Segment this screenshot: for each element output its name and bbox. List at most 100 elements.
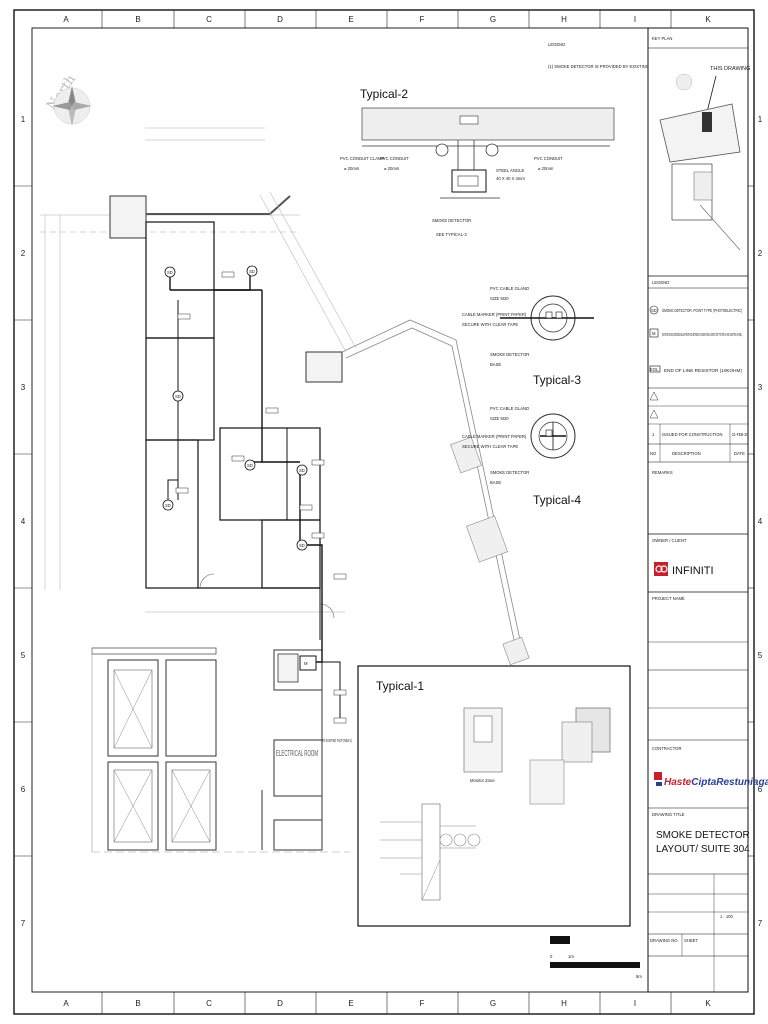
t3-base: BASE [490, 362, 501, 367]
typical-4-title: Typical-4 [533, 493, 581, 507]
column-4 [466, 515, 508, 563]
legend-item-eol: END OF LINE RESISTOR (10KOHM) [664, 368, 743, 373]
rev-row1-date: 21-FEB-20 [732, 432, 749, 437]
t2-see-typical-3: SEE TYPICAL-3 [436, 232, 467, 237]
typical-3-detail: PVC CABLE GLAND SIZE M20 CABLE MARKER (P… [462, 286, 594, 387]
col-label-g-bottom: G [490, 999, 496, 1008]
legend-item-m: MONITOR ZONE (ADDRESSABLE INTERFACE BETW… [662, 332, 742, 337]
company-name: INFINITI [672, 565, 714, 577]
column-1 [109, 195, 147, 239]
row-label-6-right: 6 [758, 785, 763, 794]
rev-row2-no: NO [650, 451, 657, 456]
haste-logo [654, 772, 662, 786]
remarks-label: REMARKS [652, 470, 673, 475]
t2-pvc-conduit-right: PVC CONDUIT [534, 156, 563, 161]
svg-text:SD: SD [247, 463, 253, 468]
legend-sym-m: M [652, 331, 656, 336]
t3-secure-tape: SECURE WITH CLEAR TAPE [462, 322, 518, 327]
col-label-b: B [135, 15, 140, 24]
row-label-1: 1 [21, 115, 26, 124]
row-label-4-right: 4 [758, 517, 763, 526]
svg-text:M: M [304, 661, 308, 666]
svg-text:SD: SD [299, 543, 305, 548]
t3-pvc-cable-gland: PVC CABLE GLAND [490, 286, 529, 291]
col-label-f-bottom: F [420, 999, 425, 1008]
row-grid-right: 1 2 3 4 5 6 7 [748, 115, 763, 928]
floor-plan: ELECTRICAL ROOM SD SD SD SD SD SD SD [40, 127, 530, 853]
column-5 [502, 636, 530, 666]
col-label-e: E [348, 15, 353, 24]
t2-pvc-conduit: PVC CONDUIT [380, 156, 409, 161]
legend-sym-eol: EOL [650, 367, 659, 372]
col-label-d: D [277, 15, 283, 24]
legend-note-text: (1) SMOKE DETECTOR IS PROVIDED BY EXISTI… [548, 64, 669, 69]
t3-cable-marker: CABLE MARKER (PRINT PAPER) [462, 312, 527, 317]
col-label-k-bottom: K [705, 999, 711, 1008]
rev-row1-desc: ISSUED FOR CONSTRUCTION [662, 432, 723, 437]
t4-base: BASE [490, 480, 501, 485]
legend-note-heading: LEGEND [548, 42, 565, 47]
row-label-1-right: 1 [758, 115, 763, 124]
svg-text:SD: SD [165, 503, 171, 508]
col-label-g: G [490, 15, 496, 24]
col-label-a-bottom: A [63, 999, 69, 1008]
monitor-zone-box [299, 655, 317, 671]
t2-steel-angle-size: 40 X 40 X 4mm [496, 176, 525, 181]
row-label-4: 4 [21, 517, 26, 526]
north-arrow: North [44, 72, 92, 126]
legend-note: LEGEND (1) SMOKE DETECTOR IS PROVIDED BY… [548, 42, 669, 69]
typical-4-detail: PVC CABLE GLAND SIZE M20 CABLE MARKER (P… [462, 406, 581, 507]
col-label-h: H [561, 15, 567, 24]
col-label-h-bottom: H [561, 999, 567, 1008]
key-plan-this-drawing: THIS DRAWING [710, 66, 750, 72]
column-3 [450, 436, 482, 474]
scale-value: 1 : 100 [720, 914, 733, 919]
smoke-detector-4: SD [162, 499, 174, 511]
svg-text:SD: SD [299, 468, 305, 473]
t2-steel-angle: STEEL ANGLE [496, 168, 524, 173]
svg-text:SD: SD [249, 269, 255, 274]
row-grid-left: 1 2 3 4 5 6 7 [14, 115, 32, 928]
col-label-c-bottom: C [206, 999, 212, 1008]
svg-text:SD: SD [175, 394, 181, 399]
scale-start: 0 [550, 954, 553, 959]
drawing-title-line2: LAYOUT/ SUITE 304 [656, 844, 750, 855]
col-label-d-bottom: D [277, 999, 283, 1008]
col-label-i: I [634, 15, 636, 24]
row-label-2-right: 2 [758, 249, 763, 258]
rev-row1-no: 1 [652, 432, 655, 437]
legend-box-heading: LEGEND [652, 280, 669, 285]
t4-cable-marker: CABLE MARKER (PRINT PAPER) [462, 434, 527, 439]
key-plan-heading: KEY PLAN [652, 36, 672, 41]
electrical-room-label: ELECTRICAL ROOM [276, 749, 318, 758]
column-grid-top: A B C D E F G H I K [63, 10, 711, 28]
smoke-detector-6: SD [296, 464, 308, 476]
col-label-b-bottom: B [135, 999, 140, 1008]
column-2 [305, 351, 343, 383]
typical-1-title: Typical-1 [376, 679, 424, 693]
typical-1-detail: Typical-1 Monitor Zone [357, 665, 631, 927]
t4-smoke-detector: SMOKE DETECTOR [490, 470, 529, 475]
column-grid-bottom: A B C D E F G H I K [63, 992, 711, 1014]
to-existing-facp-label: TO EXISTING FACP (NEW L) [322, 738, 352, 743]
infiniti-logo [654, 562, 668, 576]
col-label-c: C [206, 15, 212, 24]
drawing-title-line1: SMOKE DETECTOR [656, 830, 750, 841]
t2-size-20mm-b: ⌀ 20mm [384, 166, 400, 171]
col-label-i-bottom: I [634, 999, 636, 1008]
t4-secure-tape: SECURE WITH CLEAR TAPE [462, 444, 518, 449]
monitor-zone-label: Monitor Zone [470, 778, 495, 783]
row-label-3: 3 [21, 383, 26, 392]
t4-size-m20: SIZE M20 [490, 416, 509, 421]
t3-smoke-detector: SMOKE DETECTOR [490, 352, 529, 357]
t2-size-20mm-a: ⌀ 20mm [344, 166, 360, 171]
typical-3-title: Typical-3 [533, 373, 581, 387]
row-label-3-right: 3 [758, 383, 763, 392]
t2-size-20mm-c: ⌀ 20mm [538, 166, 554, 171]
t2-pvc-conduit-clamp: PVC CONDUIT CLAMP [340, 156, 385, 161]
col-label-e-bottom: E [348, 999, 353, 1008]
sheet-label: SHEET [684, 938, 698, 943]
drawing-title-label: DRAWING TITLE [652, 812, 685, 817]
owner-label: OWNER / CLIENT [652, 538, 687, 543]
